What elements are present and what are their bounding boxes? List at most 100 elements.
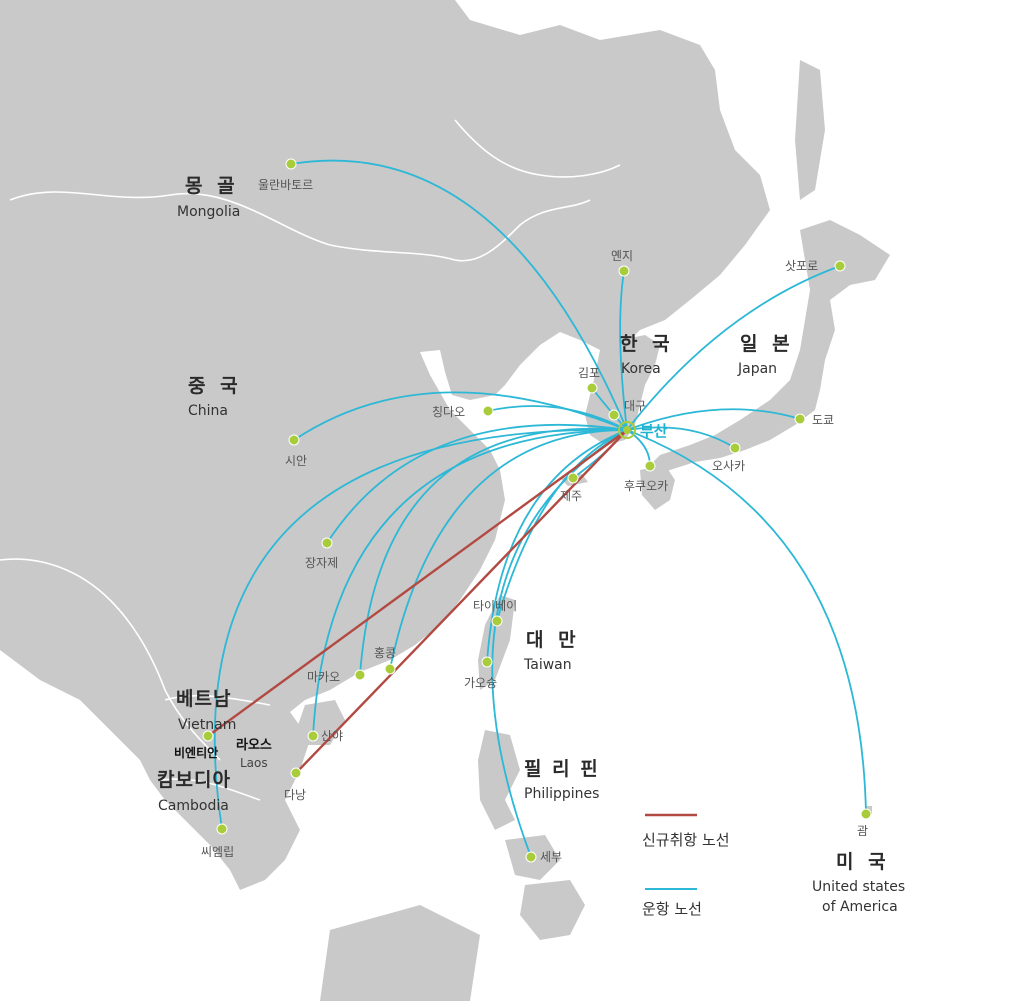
route-kaohsiung [486, 429, 628, 663]
country-taiwan-en: Taiwan [523, 657, 572, 673]
city-dot-macau[interactable] [354, 669, 366, 681]
city-dot-taipei[interactable] [491, 615, 503, 627]
city-dot-tokyo[interactable] [794, 413, 806, 425]
country-usa-en-line2: of America [822, 899, 898, 915]
country-labels: 몽 골 Mongolia 중 국 China 한 국 Korea 일 본 Jap… [157, 175, 905, 915]
philippines-mindanao [520, 880, 585, 940]
hub-label: 부산 [640, 422, 668, 440]
country-taiwan-ko: 대 만 [526, 629, 580, 651]
new-route-vientiane [207, 429, 628, 737]
legend-new-route-label: 신규취항 노선 [642, 831, 730, 849]
route-sapporo [626, 265, 841, 431]
city-dot-ulaanbaatar[interactable] [285, 158, 297, 170]
land-layer [0, 0, 890, 1001]
country-japan-en: Japan [737, 361, 777, 377]
city-dot-vientiane[interactable] [202, 730, 214, 742]
country-korea-en: Korea [621, 361, 661, 377]
city-dot-zhangjiajie[interactable] [321, 537, 333, 549]
city-label-zhangjiajie: 장자제 [305, 556, 338, 570]
city-dot-xian[interactable] [288, 434, 300, 446]
country-philippines-ko: 필 리 핀 [524, 758, 600, 780]
country-mongolia-en: Mongolia [177, 204, 240, 220]
city-dot-daegu[interactable] [608, 409, 620, 421]
city-dot-hongkong[interactable] [384, 663, 396, 675]
city-dot-fukuoka[interactable] [644, 460, 656, 472]
city-label-sapporo: 삿포로 [785, 259, 818, 273]
country-china-en: China [188, 403, 228, 419]
hub-marker: 부산 [618, 421, 668, 440]
country-korea-ko: 한 국 [620, 333, 674, 355]
city-label-tokyo: 도쿄 [812, 413, 834, 427]
country-usa-en: United states [812, 879, 905, 895]
new-route-danang [295, 429, 628, 774]
route-siemreap [213, 428, 628, 830]
country-vietnam-en: Vietnam [178, 717, 236, 733]
country-philippines-en: Philippines [524, 786, 599, 802]
city-label-macau: 마카오 [307, 670, 340, 684]
route-taipei [496, 429, 628, 622]
city-dot-danang[interactable] [290, 767, 302, 779]
country-cambodia-en: Cambodia [158, 798, 229, 814]
route-qingdao [487, 405, 628, 431]
route-ulaanbaatar [290, 159, 628, 431]
city-dot-guam[interactable] [860, 808, 872, 820]
philippines-luzon [478, 730, 520, 830]
country-vietnam-ko: 베트남 [176, 688, 231, 710]
mainland-asia-landmass [0, 0, 770, 890]
route-yanji [619, 270, 628, 431]
country-laos-en: Laos [240, 756, 268, 770]
city-dot-cebu[interactable] [525, 851, 537, 863]
city-label-xian: 시안 [285, 454, 307, 468]
city-label-fukuoka: 후쿠오카 [624, 479, 668, 493]
city-dot-sanya[interactable] [307, 730, 319, 742]
route-osaka [626, 426, 736, 449]
city-label-daegu: 대구 [624, 399, 646, 413]
country-cambodia-ko: 캄보디아 [157, 769, 231, 791]
city-label-yanji: 옌지 [611, 249, 633, 263]
city-dot-kaohsiung[interactable] [481, 656, 493, 668]
route-guam [626, 429, 867, 815]
legend-operating-route-label: 운항 노선 [642, 900, 702, 918]
city-label-ulaanbaatar: 울란바토르 [258, 178, 313, 192]
route-hongkong [389, 429, 628, 670]
city-label-hongkong: 홍콩 [374, 646, 396, 660]
operating-routes [213, 159, 867, 858]
new-routes [207, 429, 628, 774]
city-dot-yanji[interactable] [618, 265, 630, 277]
city-label-jeju: 제주 [560, 489, 582, 503]
route-zhangjiajie [326, 423, 628, 544]
country-china-ko: 중 국 [188, 375, 242, 397]
city-label-siemreap: 씨엠립 [201, 845, 234, 859]
city-label-sanya: 산야 [321, 729, 343, 743]
route-cebu [491, 429, 628, 858]
city-label-taipei: 타이베이 [473, 599, 517, 613]
route-sanya [312, 429, 628, 737]
country-usa-ko: 미 국 [836, 851, 890, 873]
city-dot-jeju[interactable] [567, 472, 579, 484]
city-label-cebu: 세부 [540, 850, 562, 864]
city-dot-qingdao[interactable] [482, 405, 494, 417]
city-label-vientiane: 비엔티안 [174, 745, 218, 760]
city-label-kaohsiung: 가오슝 [464, 676, 497, 690]
kyushu-landmass [640, 465, 675, 510]
country-japan-ko: 일 본 [740, 333, 794, 355]
city-label-osaka: 오사카 [712, 459, 745, 473]
city-label-guam: 괌 [857, 824, 868, 838]
country-mongolia-ko: 몽 골 [185, 175, 239, 197]
city-label-qingdao: 칭다오 [432, 405, 465, 419]
city-label-gimpo: 김포 [578, 366, 600, 380]
route-tokyo [626, 408, 801, 431]
japan-landmass [645, 220, 890, 478]
border-lines [0, 119, 621, 801]
sakhalin-landmass [795, 60, 825, 200]
country-laos-ko: 라오스 [236, 737, 272, 753]
city-dot-siemreap[interactable] [216, 823, 228, 835]
route-xian [293, 391, 628, 441]
city-dot-sapporo[interactable] [834, 260, 846, 272]
borneo-landmass [320, 905, 480, 1001]
city-dot-gimpo[interactable] [586, 382, 598, 394]
city-dot-osaka[interactable] [729, 442, 741, 454]
city-dots [202, 158, 872, 863]
